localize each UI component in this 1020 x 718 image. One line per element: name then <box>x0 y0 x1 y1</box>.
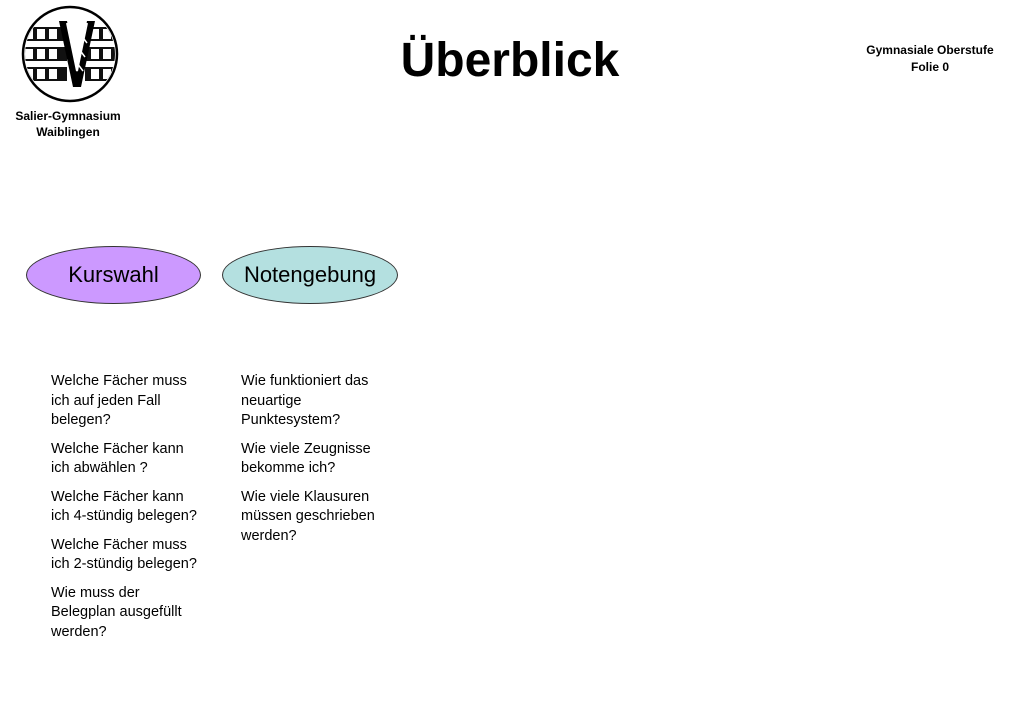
slide-title: Überblick <box>400 34 620 87</box>
topic-kurswahl-button[interactable]: Kurswahl <box>26 246 201 304</box>
school-name-line2: Waiblingen <box>36 125 100 139</box>
school-logo-icon <box>21 5 119 103</box>
slide-info: Gymnasiale Oberstufe Folie 0 <box>860 42 1000 76</box>
kurswahl-question-list: Welche Fächer muss ich auf jeden Fall be… <box>51 372 206 651</box>
question-item: Welche Fächer muss ich 2-stündig belegen… <box>51 536 197 573</box>
notengebung-question-list: Wie funktioniert das neuartige Punktesys… <box>241 372 396 555</box>
topic-notengebung-label: Notengebung <box>243 262 377 287</box>
slide-number-label: Folie 0 <box>910 60 949 74</box>
course-level-label: Gymnasiale Oberstufe <box>866 43 994 57</box>
question-item: Wie muss der Belegplan ausgefüllt werden… <box>51 584 182 640</box>
school-name: Salier-Gymnasium Waiblingen <box>0 108 136 140</box>
question-item: Wie viele Zeugnisse bekomme ich? <box>241 440 371 477</box>
topic-notengebung-button[interactable]: Notengebung <box>222 246 398 304</box>
topic-kurswahl-label: Kurswahl <box>68 262 159 287</box>
question-item: Wie funktioniert das neuartige Punktesys… <box>241 373 369 428</box>
question-item: Wie viele Klausuren müssen geschrieben w… <box>241 488 375 544</box>
question-item: Welche Fächer kann ich 4-stündig belegen… <box>51 488 197 525</box>
question-item: Welche Fächer kann ich abwählen ? <box>51 440 184 477</box>
question-item: Welche Fächer muss ich auf jeden Fall be… <box>51 373 187 428</box>
school-name-line1: Salier-Gymnasium <box>15 109 121 123</box>
